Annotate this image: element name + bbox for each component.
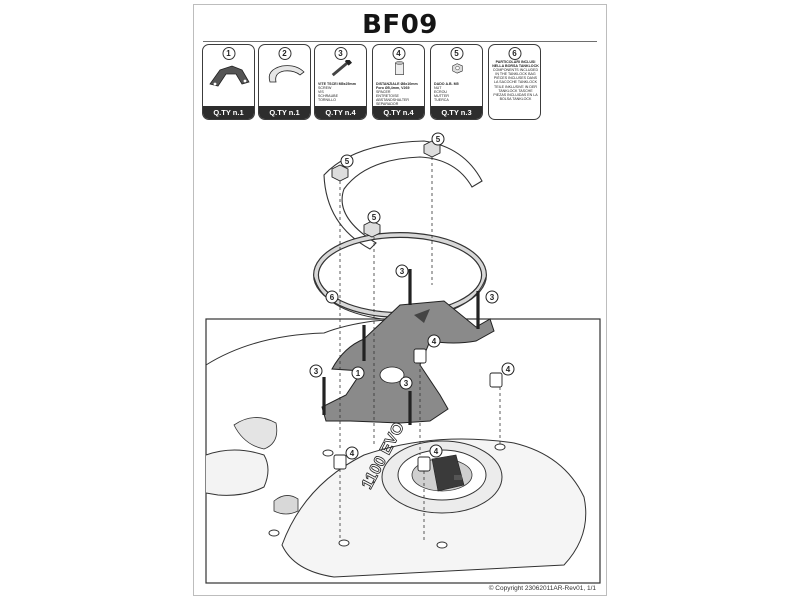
instruction-sheet: BF09 1 Q.TY n.1 2 Q.TY n.1 3 [193, 4, 607, 596]
svg-text:3: 3 [404, 379, 409, 388]
spacer-icon [395, 61, 404, 75]
part-number: 4 [392, 47, 405, 60]
tank-bracket-1 [321, 300, 495, 424]
svg-text:4: 4 [434, 447, 439, 456]
part-card-2: 2 Q.TY n.1 [258, 44, 311, 120]
svg-text:5: 5 [372, 213, 377, 222]
screw-icon [331, 60, 353, 77]
svg-text:4: 4 [350, 449, 355, 458]
callout-5b: 5 [367, 210, 381, 224]
svg-text:4: 4 [432, 337, 437, 346]
included-parts-note: PARTICOLARI INCLUSI NELLA BORSA TANKLOCK… [492, 60, 539, 101]
svg-text:3: 3 [314, 367, 319, 376]
part-quantity: Q.TY n.3 [431, 106, 482, 119]
tank-bracket-icon [209, 65, 250, 87]
nut-icon [452, 63, 463, 74]
screws [322, 269, 480, 425]
callout-labels: 5 5 6 3 3 1 4 3 3 4 4 4 5 [309, 132, 515, 460]
callout-3b: 3 [485, 290, 499, 304]
part-number: 3 [334, 47, 347, 60]
callout-6: 6 [325, 290, 339, 304]
part-number: 6 [508, 47, 521, 60]
part-description: DISTANZIALE Ø8x10mm Foro Ø5,4mm, V269 SP… [376, 82, 418, 107]
page-title: BF09 [362, 10, 438, 40]
ring-plate-2 [323, 140, 483, 250]
part-card-6: 6 PARTICOLARI INCLUSI NELLA BORSA TANKLO… [488, 44, 541, 120]
part-name: DADO A.B. M5 [434, 82, 459, 86]
callout-3d: 3 [399, 376, 413, 390]
svg-text:1: 1 [356, 369, 361, 378]
svg-text:6: 6 [330, 293, 335, 302]
svg-text:3: 3 [490, 293, 495, 302]
alignment-lines [339, 157, 501, 543]
part-quantity: Q.TY n.4 [373, 106, 424, 119]
svg-text:5: 5 [345, 157, 350, 166]
part-number: 1 [222, 47, 235, 60]
part-number: 5 [450, 47, 463, 60]
included-parts-heading: PARTICOLARI INCLUSI NELLA BORSA TANKLOCK [492, 60, 539, 69]
callout-4b: 4 [501, 362, 515, 376]
part-quantity: Q.TY n.1 [203, 106, 254, 119]
callout-1: 1 [351, 366, 365, 380]
part-quantity: Q.TY n.4 [315, 106, 366, 119]
callout-3a: 3 [395, 264, 409, 278]
svg-text:4: 4 [506, 365, 511, 374]
part-card-4: 4 DISTANZIALE Ø8x10mm Foro Ø5,4mm, V269 … [372, 44, 425, 120]
part-card-3: 3 VITE TSCEI M5x25mm SCREW VIS SCHRAUBE … [314, 44, 367, 120]
part-card-1: 1 Q.TY n.1 [202, 44, 255, 120]
part-name: VITE TSCEI M5x25mm [318, 82, 356, 86]
callout-4d: 4 [429, 444, 443, 458]
part-number: 2 [278, 47, 291, 60]
part-name: DISTANZIALE Ø8x10mm Foro Ø5,4mm, V269 [376, 82, 418, 91]
callout-5a: 5 [340, 154, 354, 168]
copyright-footer: © Copyright 23062011AR-Rev01, 1/1 [488, 585, 596, 592]
assembly-diagram: 1100 EVO [205, 132, 601, 584]
svg-text:5: 5 [436, 135, 441, 144]
ring-plate-icon [268, 65, 305, 83]
svg-text:3: 3 [400, 267, 405, 276]
title-divider [203, 41, 597, 42]
callout-4c: 4 [345, 446, 359, 460]
callout-4a: 4 [427, 334, 441, 348]
part-description: DADO A.B. M5 NUT ECROU MUTTER TUERCA [434, 82, 459, 103]
part-quantity: Q.TY n.1 [259, 106, 310, 119]
part-description: VITE TSCEI M5x25mm SCREW VIS SCHRAUBE TO… [318, 82, 356, 103]
parts-list: 1 Q.TY n.1 2 Q.TY n.1 3 [202, 44, 598, 121]
callout-3c: 3 [309, 364, 323, 378]
callout-5c: 5 [431, 132, 445, 146]
part-card-5: 5 DADO A.B. M5 NUT ECROU MUTTER TUERCA Q… [430, 44, 483, 120]
